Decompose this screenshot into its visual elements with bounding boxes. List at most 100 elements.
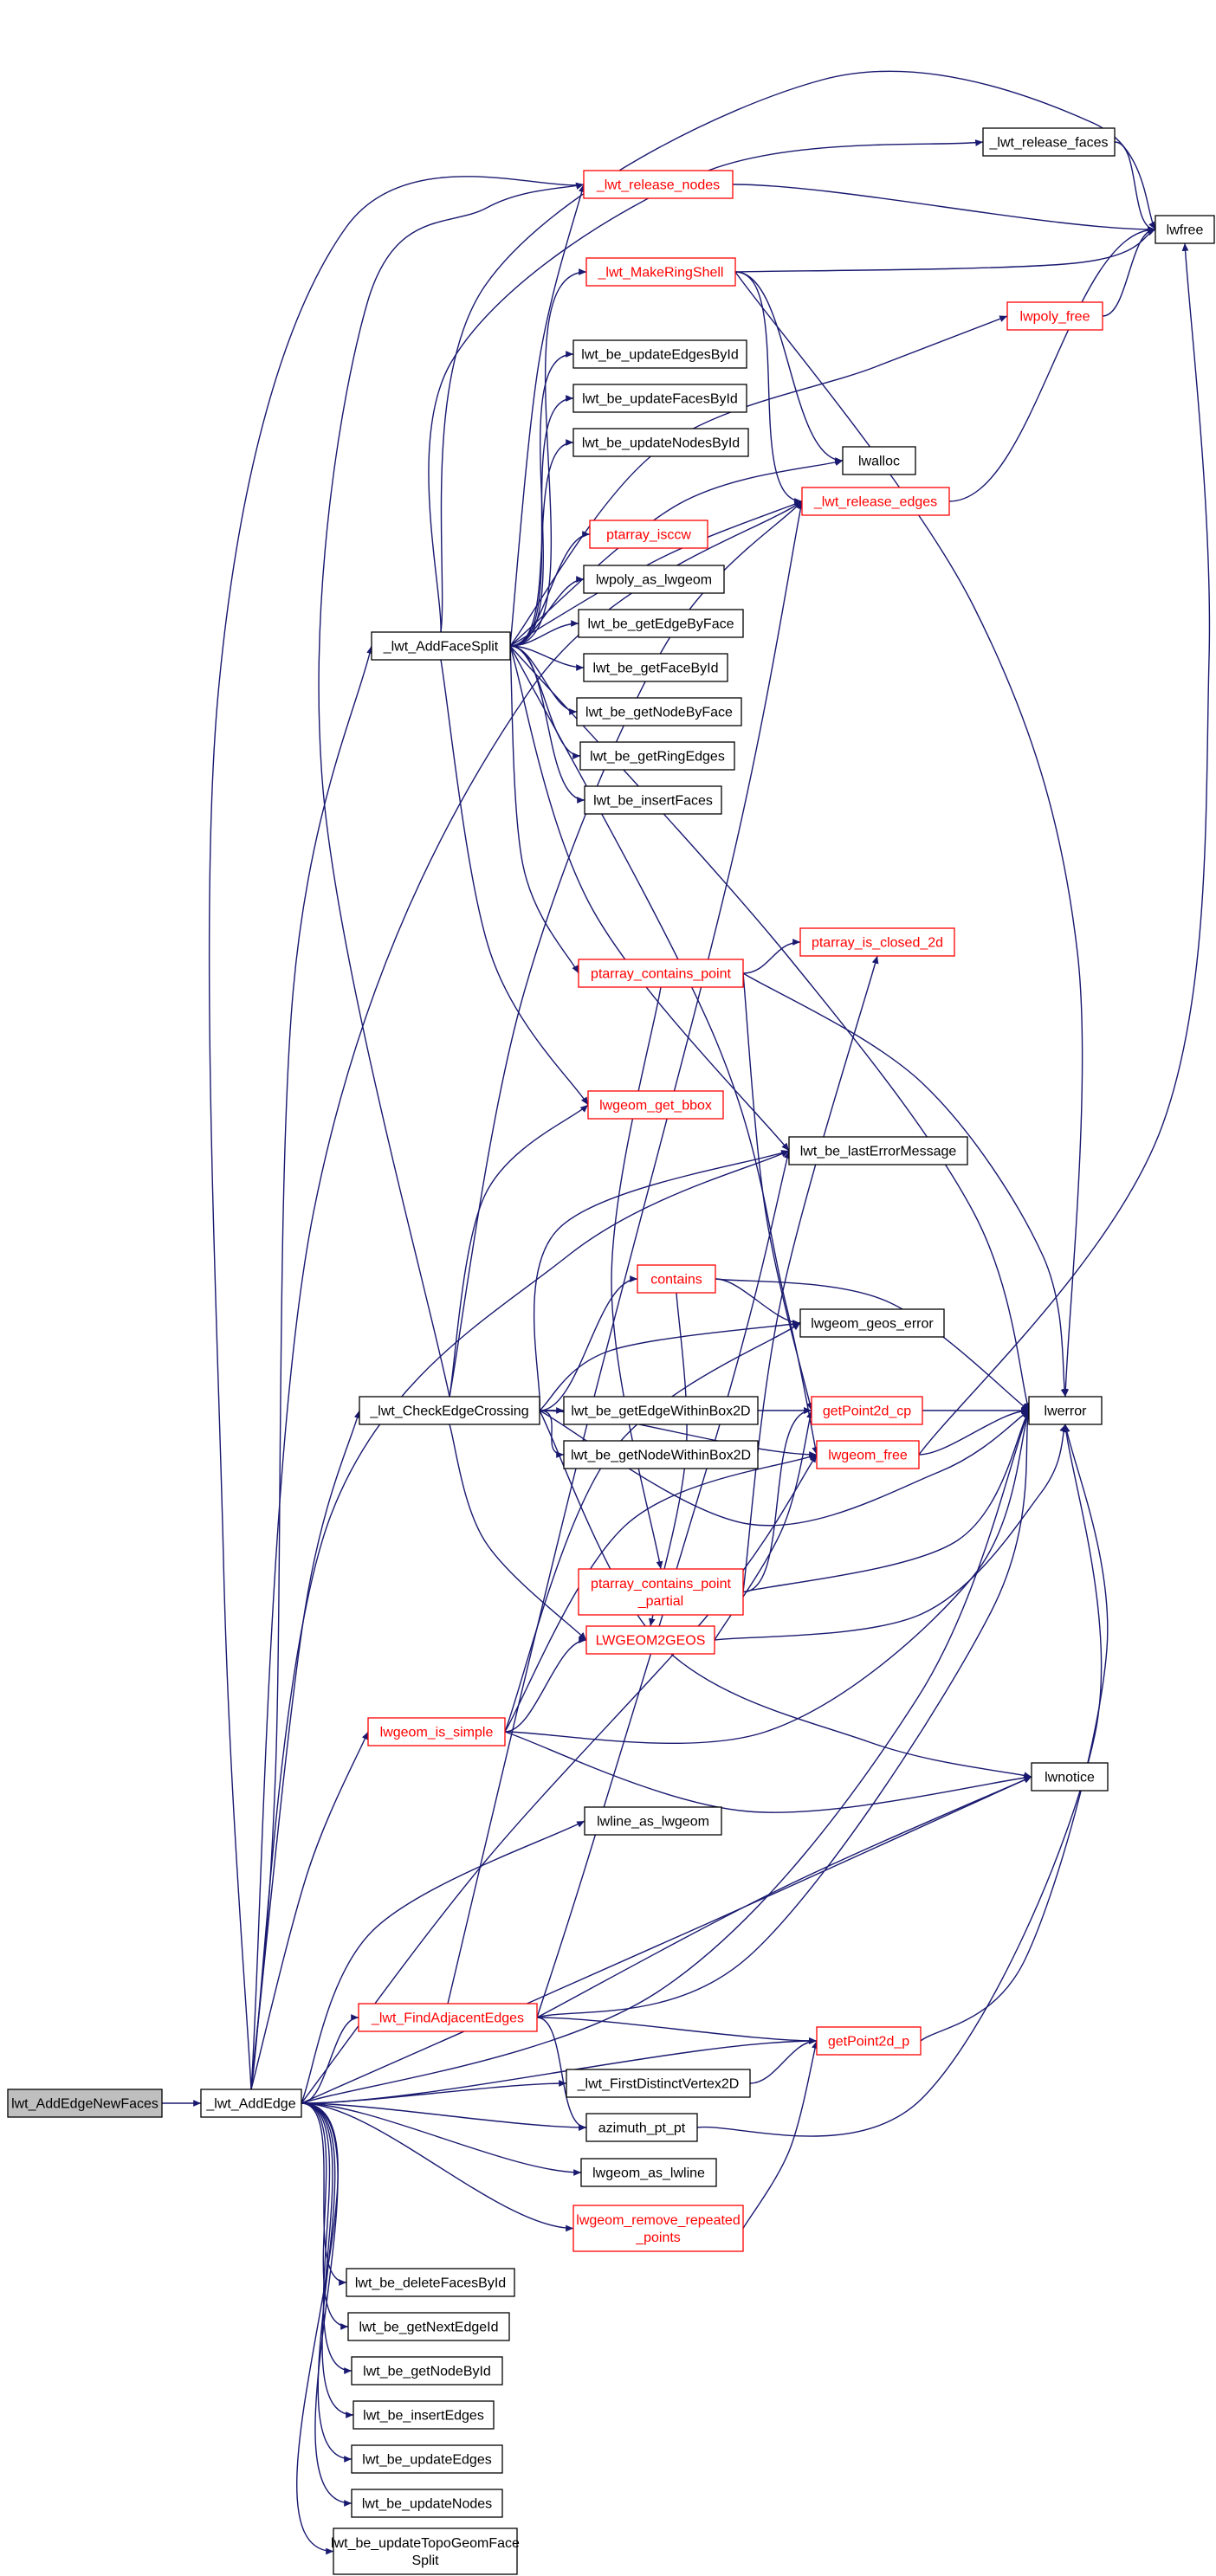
graph-node-lwt_be_getFaceById[interactable]: lwt_be_getFaceById — [583, 653, 728, 682]
graph-node-ptarray_isccw[interactable]: ptarray_isccw — [589, 520, 708, 549]
edge-_lwt_AddEdge-to-azimuth_pt_pt — [301, 2102, 587, 2131]
node-label: _lwt_AddFaceSplit — [383, 640, 499, 655]
edge-lwgeom_is_simple-to-lwgeom_geos_error — [504, 1322, 801, 1733]
graph-node-lwgeom_free[interactable]: lwgeom_free — [816, 1440, 920, 1469]
graph-node-lwt_be_deleteFacesById[interactable]: lwt_be_deleteFacesById — [346, 2268, 515, 2297]
graph-node-getPoint2d_cp[interactable]: getPoint2d_cp — [811, 1396, 923, 1425]
graph-node-lwgeom_remove_repeated_points[interactable]: lwgeom_remove_repeated_points — [572, 2205, 744, 2252]
node-label: ptarray_is_closed_2d — [812, 936, 943, 951]
graph-node-lwt_be_getNodeWithinBox2D[interactable]: lwt_be_getNodeWithinBox2D — [563, 1440, 759, 1469]
graph-node-contains[interactable]: contains — [637, 1264, 716, 1294]
node-box — [353, 2400, 495, 2430]
edge-_lwt_release_faces-to-lwfree — [1114, 141, 1156, 233]
graph-node-ptarray_is_closed_2d[interactable]: ptarray_is_closed_2d — [799, 927, 955, 957]
graph-node-_lwt_FindAdjacentEdges[interactable]: _lwt_FindAdjacentEdges — [358, 2003, 538, 2032]
edge-_lwt_AddFaceSplit-to-lwfree — [440, 70, 1156, 633]
node-label: _lwt_FindAdjacentEdges — [371, 2011, 524, 2026]
graph-node-lwt_be_updateEdgesById[interactable]: lwt_be_updateEdgesById — [572, 339, 747, 369]
graph-node-lwgeom_as_lwline[interactable]: lwgeom_as_lwline — [580, 2158, 717, 2187]
graph-node-_lwt_CheckEdgeCrossing[interactable]: _lwt_CheckEdgeCrossing — [359, 1396, 540, 1425]
node-box — [585, 257, 736, 287]
edge-_lwt_AddEdge-to-lwt_be_deleteFacesById — [301, 2102, 347, 2286]
graph-node-lwt_AddEdgeNewFaces: lwt_AddEdgeNewFaces — [7, 2089, 163, 2118]
graph-node-lwt_be_updateFacesById[interactable]: lwt_be_updateFacesById — [572, 384, 747, 413]
graph-node-_lwt_release_nodes[interactable]: _lwt_release_nodes — [583, 170, 734, 199]
node-box — [578, 959, 744, 988]
edge-_lwt_AddEdge-to-lwt_be_updateTopoGeomFaceSplit — [296, 2102, 339, 2555]
edge-_lwt_AddFaceSplit-to-_lwt_release_nodes — [509, 184, 585, 647]
edge-_lwt_AddEdge-to-_lwt_release_nodes — [208, 176, 585, 2090]
graph-node-_lwt_AddEdge[interactable]: _lwt_AddEdge — [200, 2089, 302, 2118]
graph-node-lwt_be_getRingEdges[interactable]: lwt_be_getRingEdges — [579, 741, 735, 771]
graph-node-lwnotice[interactable]: lwnotice — [1031, 1762, 1109, 1792]
graph-node-lwt_be_getNodeById[interactable]: lwt_be_getNodeById — [351, 2356, 503, 2386]
graph-node-lwline_as_lwgeom[interactable]: lwline_as_lwgeom — [584, 1806, 722, 1836]
edge-_lwt_AddEdge-to-lwt_be_updateEdges — [301, 2102, 353, 2463]
node-box — [580, 2158, 717, 2187]
graph-node-_lwt_release_edges[interactable]: _lwt_release_edges — [801, 487, 950, 516]
node-label: lwt_AddEdgeNewFaces — [11, 2097, 158, 2112]
edge-_lwt_AddEdge-to-_lwt_CheckEdgeCrossing — [250, 1410, 361, 2090]
graph-node-lwgeom_is_simple[interactable]: lwgeom_is_simple — [367, 1717, 506, 1746]
graph-node-_lwt_MakeRingShell[interactable]: _lwt_MakeRingShell — [585, 257, 736, 287]
graph-node-lwt_be_getNextEdgeId[interactable]: lwt_be_getNextEdgeId — [347, 2312, 510, 2341]
graph-node-LWGEOM2GEOS[interactable]: LWGEOM2GEOS — [585, 1625, 715, 1655]
graph-node-lwt_be_updateNodesById[interactable]: lwt_be_updateNodesById — [572, 428, 749, 457]
graph-node-lwerror[interactable]: lwerror — [1028, 1396, 1103, 1425]
node-label: lwgeom_free — [828, 1449, 908, 1463]
node-box — [566, 2069, 751, 2098]
graph-node-lwfree[interactable]: lwfree — [1155, 215, 1215, 244]
graph-node-_lwt_AddFaceSplit[interactable]: _lwt_AddFaceSplit — [371, 631, 511, 661]
graph-node-getPoint2d_p[interactable]: getPoint2d_p — [816, 2026, 922, 2056]
node-box — [1006, 301, 1103, 331]
node-label: lwpoly_as_lwgeom — [596, 573, 712, 588]
edge-_lwt_AddFaceSplit-to-lwalloc — [509, 459, 844, 647]
graph-node-_lwt_FirstDistinctVertex2D[interactable]: _lwt_FirstDistinctVertex2D — [566, 2069, 751, 2098]
edge-_lwt_CheckEdgeCrossing-to-LWGEOM2GEOS — [449, 1424, 587, 1641]
edge-_lwt_AddEdge-to-_lwt_release_edges — [250, 500, 803, 2090]
node-box — [572, 339, 747, 369]
edge-_lwt_MakeRingShell-to-lwalloc — [734, 271, 844, 464]
graph-node-lwt_be_lastErrorMessage[interactable]: lwt_be_lastErrorMessage — [788, 1136, 968, 1165]
node-label: _lwt_CheckEdgeCrossing — [369, 1404, 528, 1419]
node-box — [589, 520, 708, 549]
node-box — [799, 1308, 945, 1338]
node-box — [563, 1396, 759, 1425]
graph-node-lwt_be_insertEdges[interactable]: lwt_be_insertEdges — [353, 2400, 495, 2430]
graph-node-lwt_be_updateEdges[interactable]: lwt_be_updateEdges — [351, 2444, 503, 2474]
node-label: lwt_be_deleteFacesById — [355, 2276, 506, 2291]
graph-node-lwpoly_free[interactable]: lwpoly_free — [1006, 301, 1103, 331]
graph-node-ptarray_contains_point_partial[interactable]: ptarray_contains_point_partial — [578, 1568, 744, 1616]
edge-_lwt_AddFaceSplit-to-lwt_be_lastErrorMessage — [509, 645, 790, 1152]
graph-node-lwt_be_getEdgeWithinBox2D[interactable]: lwt_be_getEdgeWithinBox2D — [563, 1396, 759, 1425]
graph-node-lwt_be_getNodeByFace[interactable]: lwt_be_getNodeByFace — [576, 697, 742, 726]
node-box — [347, 2312, 510, 2341]
edge-_lwt_AddFaceSplit-to-_lwt_release_faces — [428, 139, 984, 633]
graph-node-lwt_be_insertFaces[interactable]: lwt_be_insertFaces — [584, 785, 722, 815]
node-box — [637, 1264, 716, 1294]
edge-_lwt_AddEdge-to-_lwt_AddFaceSplit — [250, 645, 373, 2090]
edge-_lwt_AddEdge-to-lwt_be_insertEdges — [301, 2102, 354, 2418]
graph-node-_lwt_release_faces[interactable]: _lwt_release_faces — [982, 127, 1116, 157]
graph-node-azimuth_pt_pt[interactable]: azimuth_pt_pt — [585, 2113, 698, 2142]
node-label: lwt_be_getFaceById — [593, 662, 719, 676]
node-box — [572, 428, 749, 457]
node-box — [351, 2356, 503, 2386]
graph-node-lwt_be_getEdgeByFace[interactable]: lwt_be_getEdgeByFace — [578, 609, 744, 638]
graph-node-lwt_be_updateNodes[interactable]: lwt_be_updateNodes — [351, 2489, 503, 2518]
node-label: lwt_be_updateNodes — [362, 2497, 492, 2512]
node-label: lwline_as_lwgeom — [597, 1815, 709, 1830]
node-label: _lwt_MakeRingShell — [598, 266, 724, 281]
graph-node-lwgeom_get_bbox[interactable]: lwgeom_get_bbox — [587, 1090, 724, 1120]
node-box — [584, 1806, 722, 1836]
node-label: lwt_be_insertEdges — [363, 2409, 484, 2424]
graph-node-lwpoly_as_lwgeom[interactable]: lwpoly_as_lwgeom — [583, 565, 725, 594]
node-label: lwgeom_geos_error — [811, 1317, 934, 1332]
node-box — [351, 2444, 503, 2474]
edge-_lwt_AddFaceSplit-to-ptarray_contains_point — [509, 645, 579, 974]
graph-node-lwgeom_geos_error[interactable]: lwgeom_geos_error — [799, 1308, 945, 1338]
graph-node-lwalloc[interactable]: lwalloc — [842, 446, 916, 475]
node-box — [811, 1396, 923, 1425]
graph-node-ptarray_contains_point[interactable]: ptarray_contains_point — [578, 959, 744, 988]
